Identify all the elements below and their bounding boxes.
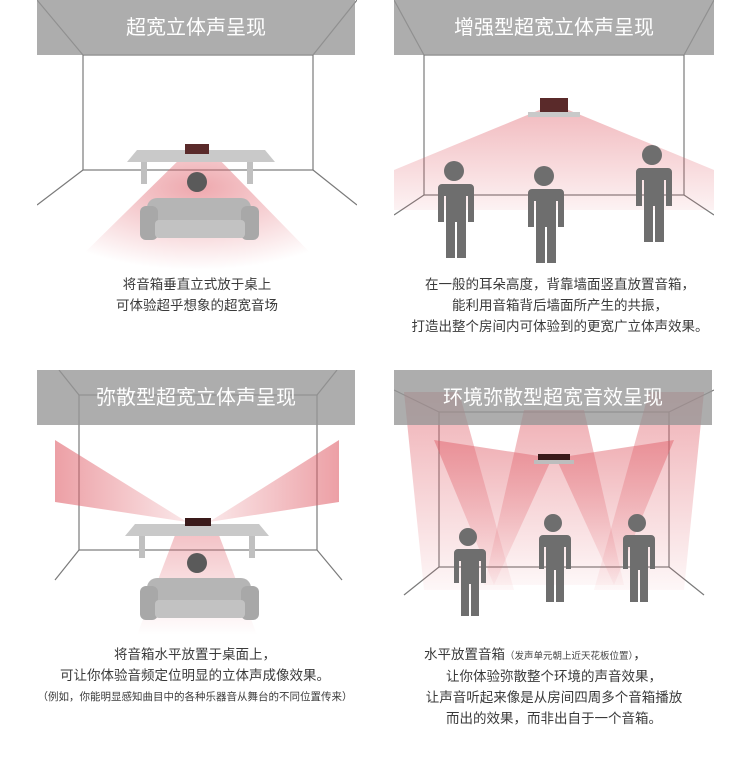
panel-caption: 将音箱垂直立式放于桌上 可体验超乎想象的超宽音场 — [116, 277, 278, 314]
panel-caption: 将音箱水平放置于桌面上， 可让你体验音频定位明显的立体声成像效果。 （例如，你能… — [37, 647, 353, 703]
panel-ultra-wide-stereo: 超宽立体声呈现 — [37, 0, 357, 320]
panel-ambient-diffuse-ultra-wide-sound: 环境弥散型超宽音效呈现 — [394, 370, 714, 690]
speaker-icon — [540, 98, 568, 112]
room-illustration — [54, 370, 343, 635]
sound-wave — [434, 440, 552, 585]
shelf — [534, 460, 574, 464]
panel-diffuse-ultra-wide-stereo: 弥散型超宽立体声呈现 — [37, 370, 357, 690]
person-icon — [438, 161, 474, 258]
panel-title: 超宽立体声呈现 — [37, 0, 355, 55]
table — [125, 524, 269, 558]
panel-caption: 水平放置音箱（发声单元朝上近天花板位置）， 让你体验弥散整个环境的声音效果， 让… — [424, 647, 683, 727]
sound-wave — [394, 104, 714, 210]
panel-title: 增强型超宽立体声呈现 — [394, 0, 714, 55]
person-icon — [187, 553, 207, 573]
speaker-icon — [185, 144, 209, 154]
panel-title: 环境弥散型超宽音效呈现 — [394, 370, 712, 425]
table — [127, 150, 275, 184]
sofa-icon — [140, 198, 259, 240]
person-icon — [539, 514, 571, 602]
person-icon — [623, 514, 655, 602]
room-illustration — [394, 0, 714, 263]
person-icon — [528, 166, 564, 263]
person-icon — [636, 145, 672, 242]
person-icon — [187, 172, 207, 192]
room-illustration — [37, 0, 357, 270]
speaker-icon — [185, 518, 211, 526]
room-illustration — [394, 389, 714, 616]
speaker-icon — [538, 454, 570, 462]
sound-wave — [556, 440, 674, 585]
shelf — [528, 112, 580, 117]
sofa-icon — [140, 578, 259, 620]
panel-enhanced-ultra-wide-stereo: 增强型超宽立体声呈现 — [394, 0, 714, 320]
sound-wave-right — [209, 440, 339, 522]
person-icon — [454, 528, 486, 616]
sound-wave-left — [55, 440, 187, 522]
panel-title: 弥散型超宽立体声呈现 — [37, 370, 355, 425]
panel-caption: 在一般的耳朵高度，背靠墙面竖直放置音箱， 能利用音箱背后墙面所产生的共振， 打造… — [411, 277, 709, 335]
